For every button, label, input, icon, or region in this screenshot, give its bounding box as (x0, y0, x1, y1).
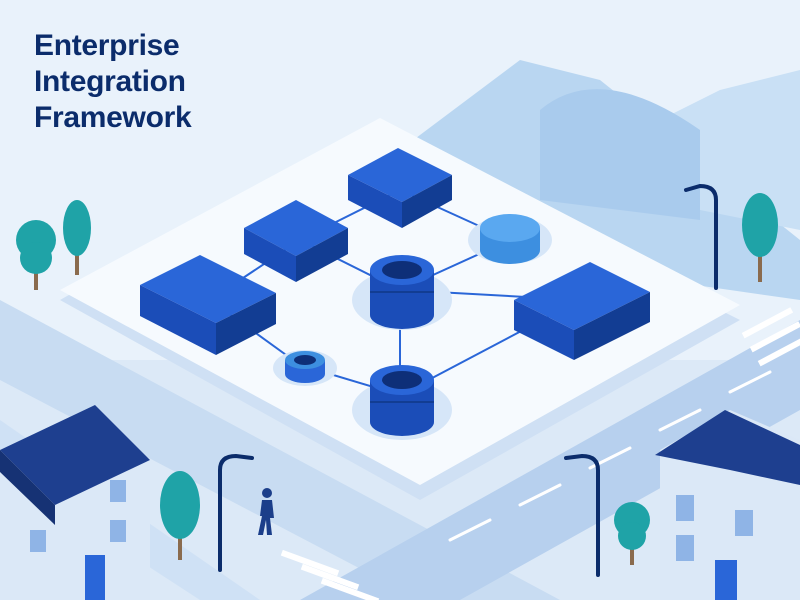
database-cylinder-icon (273, 350, 337, 386)
server-block-icon (514, 262, 650, 360)
server-block-icon (348, 148, 452, 228)
street-lamp-icon (564, 453, 600, 577)
street-lamp-icon (218, 453, 254, 572)
title-line-1: Enterprise (34, 29, 180, 62)
database-cylinder-icon (352, 365, 452, 440)
title-line-2: Integration (34, 65, 186, 98)
tree-icon (63, 200, 91, 275)
title-line-3: Framework (34, 101, 192, 134)
page-title: Enterprise Integration Framework (34, 28, 192, 136)
database-cylinder-icon (352, 255, 452, 330)
street-lamp-icon (684, 183, 718, 290)
house-icon (0, 405, 150, 600)
server-block-icon (244, 200, 348, 282)
database-cylinder-icon (468, 214, 552, 264)
tree-icon (742, 193, 778, 282)
server-block-icon (140, 255, 276, 355)
pedestrian-icon (258, 488, 274, 535)
tree-icon (16, 220, 56, 290)
tree-icon (160, 471, 200, 560)
house-icon (655, 410, 800, 600)
tree-icon (614, 502, 650, 565)
